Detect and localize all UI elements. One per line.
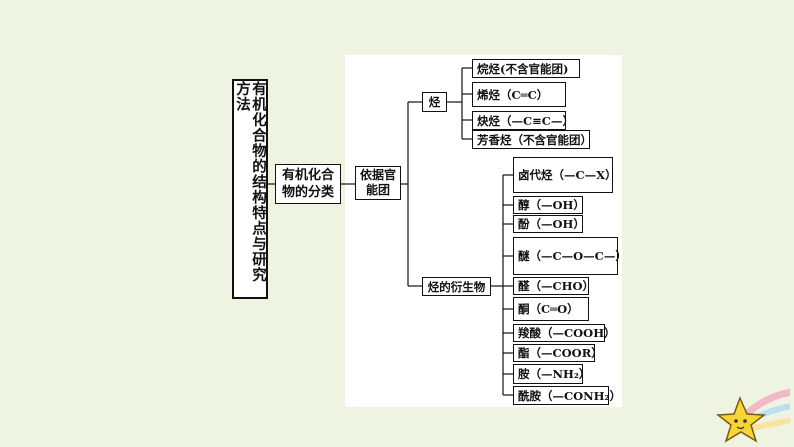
aldehyde-node: 醛（—CHO） (513, 277, 594, 295)
alkyne-label: 炔烃（—C≡C—） (477, 113, 574, 128)
derivatives-label: 烃的衍生物 (427, 279, 486, 294)
basis-label: 依据官能团 (359, 168, 396, 197)
alkene-label: 烯烃（ (477, 87, 512, 102)
amide-node: 酰胺（—CONH₂） (513, 386, 621, 405)
alkyne-node: 炔烃（—C≡C—） (472, 111, 574, 130)
hydrocarbons-node: 烃 (422, 92, 447, 112)
star-mascot-icon (715, 388, 790, 443)
phenol-node: 酚（—OH） (513, 215, 585, 233)
root-node: 有机化合物的结构特点与研究方法 (232, 79, 268, 299)
classification-label: 有机化合物的分类 (281, 168, 334, 200)
alkene-close: ） (536, 87, 549, 102)
aromatic-label: 芳香烃（不含官能团） (477, 132, 592, 147)
amine-node: 胺（—NH₂） (513, 364, 590, 384)
ether-label: 醚（ (518, 249, 541, 263)
ketone-formula: C═O (541, 302, 568, 316)
amine-label: 胺（—NH₂） (518, 367, 591, 381)
phenol-label: 酚（—OH） (518, 217, 585, 231)
ketone-label: 酮（ (518, 302, 541, 316)
alcohol-label: 醇（—OH） (518, 198, 585, 212)
ketone-node: 酮（C═O） (513, 297, 589, 321)
hydrocarbons-label: 烃 (428, 95, 441, 109)
ether-node: 醚（—C—O—C—） (513, 237, 627, 275)
ester-node: 酯（—COOR） (513, 344, 603, 362)
classification-node: 有机化合物的分类 (275, 164, 341, 204)
ketone-close: ） (567, 302, 579, 316)
ether-formula: —C—O—C— (541, 249, 616, 263)
ester-label: 酯（—COOR） (518, 346, 603, 360)
aromatic-node: 芳香烃（不含官能团） (472, 130, 592, 149)
carboxylic-acid-label: 羧酸（—COOH） (518, 326, 616, 340)
alkane-label: 烷烃(不含官能团) (477, 61, 569, 76)
alkene-node: 烯烃（C═C） (472, 82, 566, 107)
alkane-node: 烷烃(不含官能团) (472, 59, 580, 78)
carboxylic-acid-node: 羧酸（—COOH） (513, 324, 616, 342)
aldehyde-label: 醛（—CHO） (518, 279, 595, 293)
haloalkane-node: 卤代烃（—C—X） (513, 157, 617, 193)
derivatives-node: 烃的衍生物 (422, 277, 491, 296)
basis-node: 依据官能团 (355, 166, 401, 200)
ether-close: ） (615, 249, 627, 263)
haloalkane-formula: —C—X (564, 168, 606, 182)
haloalkane-label: 卤代烃（ (518, 168, 564, 182)
haloalkane-close: ） (605, 168, 617, 182)
root-label: 有机化合物的结构特点与研究方法 (234, 81, 267, 283)
amide-label: 酰胺（—CONH₂） (518, 388, 622, 403)
alcohol-node: 醇（—OH） (513, 196, 585, 214)
alkene-formula: C═C (511, 87, 537, 102)
